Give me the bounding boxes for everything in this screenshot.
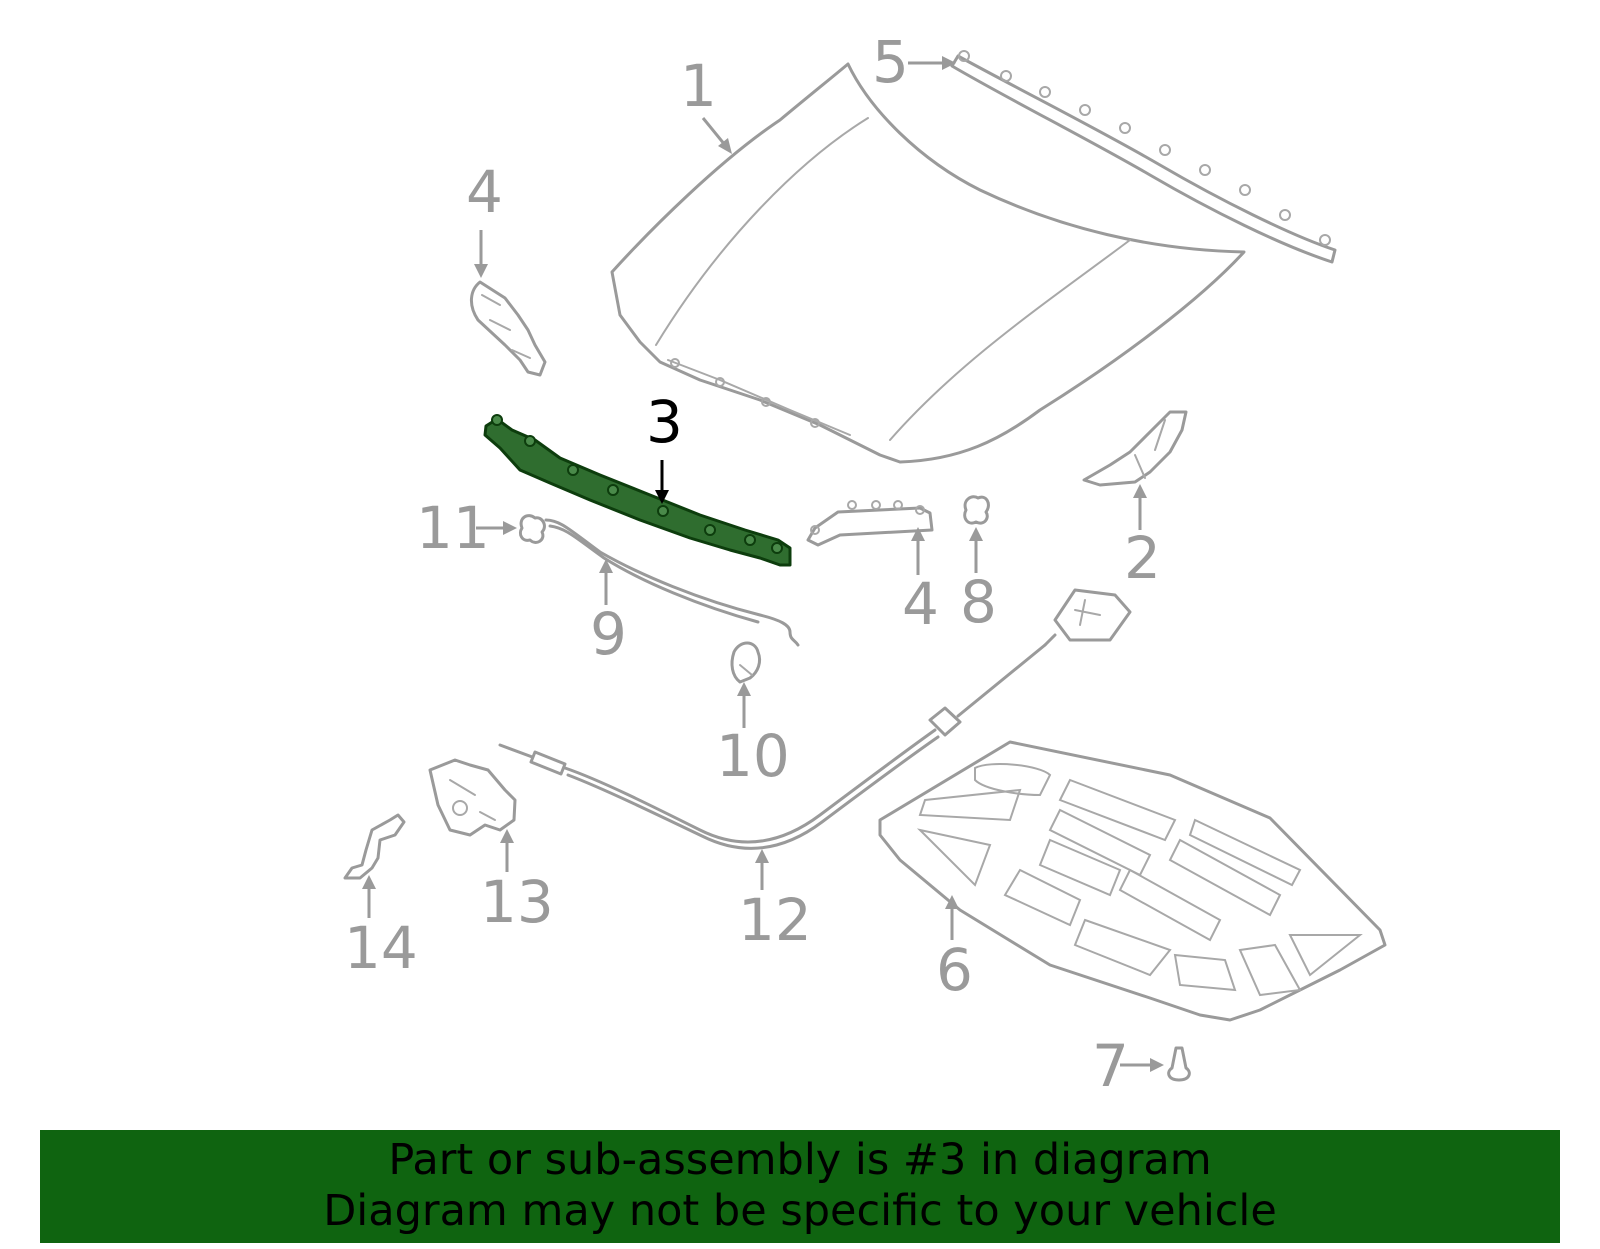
parts-diagram: 1 5 4 3 2 4 8 11 9 10 12 13 14 6 7 bbox=[343, 28, 1387, 1100]
info-banner: Part or sub-assembly is #3 in diagram Di… bbox=[40, 1130, 1560, 1243]
callout-6: 6 bbox=[936, 936, 973, 1004]
callout-13: 13 bbox=[480, 868, 554, 936]
hinge-left-part bbox=[470, 280, 547, 377]
callout-2: 2 bbox=[1124, 524, 1161, 592]
insulator-part bbox=[878, 740, 1387, 1022]
callout-1: 1 bbox=[680, 52, 717, 120]
leader-arrows bbox=[362, 56, 1164, 1072]
callout-11: 11 bbox=[416, 494, 490, 562]
callout-5: 5 bbox=[872, 28, 909, 96]
holder-part bbox=[730, 641, 762, 684]
callout-14: 14 bbox=[344, 914, 418, 982]
grommet-part bbox=[518, 514, 546, 544]
banner-line-disclaimer: Diagram may not be specific to your vehi… bbox=[323, 1186, 1277, 1236]
banner-line-part-number: Part or sub-assembly is #3 in diagram bbox=[388, 1135, 1212, 1185]
callout-9: 9 bbox=[590, 600, 627, 668]
bracket-right-part bbox=[806, 500, 934, 547]
callout-8: 8 bbox=[960, 568, 997, 636]
callout-7: 7 bbox=[1092, 1032, 1129, 1100]
hood-part bbox=[610, 62, 1246, 464]
callout-4-lower: 4 bbox=[902, 570, 939, 638]
clip-part bbox=[963, 495, 990, 525]
callout-12: 12 bbox=[738, 886, 812, 954]
latch-part bbox=[428, 758, 517, 837]
weatherstrip-part bbox=[950, 50, 1337, 264]
retainer-part bbox=[1167, 1046, 1191, 1082]
prop-rod-part bbox=[544, 518, 800, 647]
callout-3: 3 bbox=[646, 388, 683, 456]
front-seal-part bbox=[483, 414, 792, 567]
callout-4-upper: 4 bbox=[466, 158, 503, 226]
callout-10: 10 bbox=[716, 722, 790, 790]
striker-part bbox=[343, 813, 406, 880]
release-cable-part bbox=[498, 588, 1132, 850]
hinge-right-part bbox=[1082, 410, 1188, 487]
